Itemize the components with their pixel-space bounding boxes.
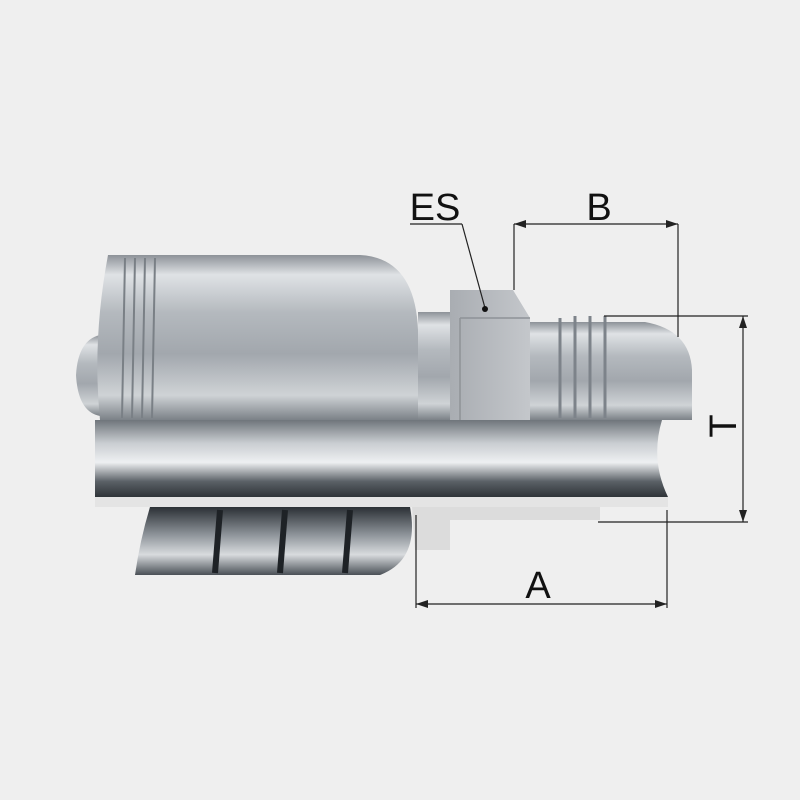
dimension-arrows: [416, 220, 747, 608]
section-cut-face: [95, 497, 668, 507]
label-t: T: [703, 414, 745, 437]
label-es: ES: [410, 187, 461, 229]
label-b: B: [586, 187, 611, 229]
male-thread-end: [530, 322, 692, 420]
es-leader-dot: [482, 306, 488, 312]
hose-corrugations: [212, 509, 353, 574]
ferrule-body: [97, 255, 418, 420]
nipple-section: [412, 507, 600, 550]
thread-ridges: [558, 316, 607, 418]
hose-section: [135, 507, 412, 575]
section-bore: [95, 420, 668, 497]
ferrule-grooves: [121, 257, 156, 419]
swivel-ring: [418, 312, 450, 420]
hose-end: [76, 335, 100, 416]
hex-nut: [450, 290, 530, 420]
dimension-lines: [410, 223, 748, 608]
label-a: A: [525, 565, 551, 607]
